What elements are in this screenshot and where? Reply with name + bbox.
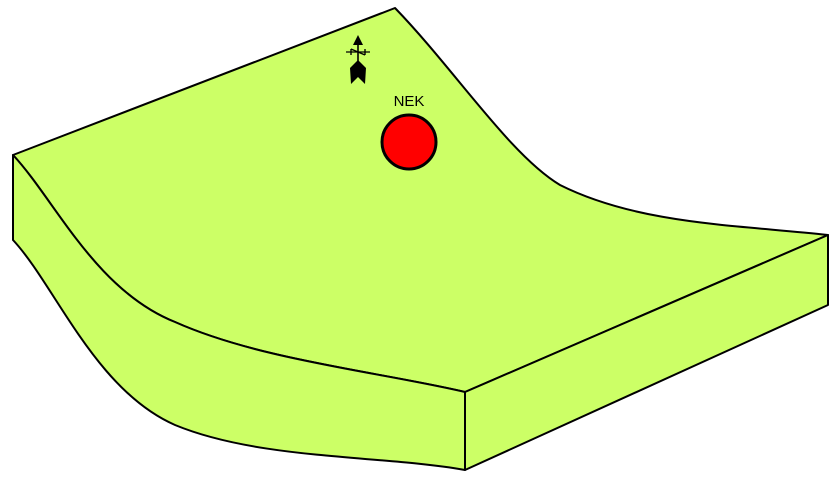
terrain-right-face xyxy=(464,234,829,471)
site-label: NEK xyxy=(394,93,425,110)
north-arrow-icon xyxy=(346,35,370,84)
site-marker xyxy=(380,113,438,171)
